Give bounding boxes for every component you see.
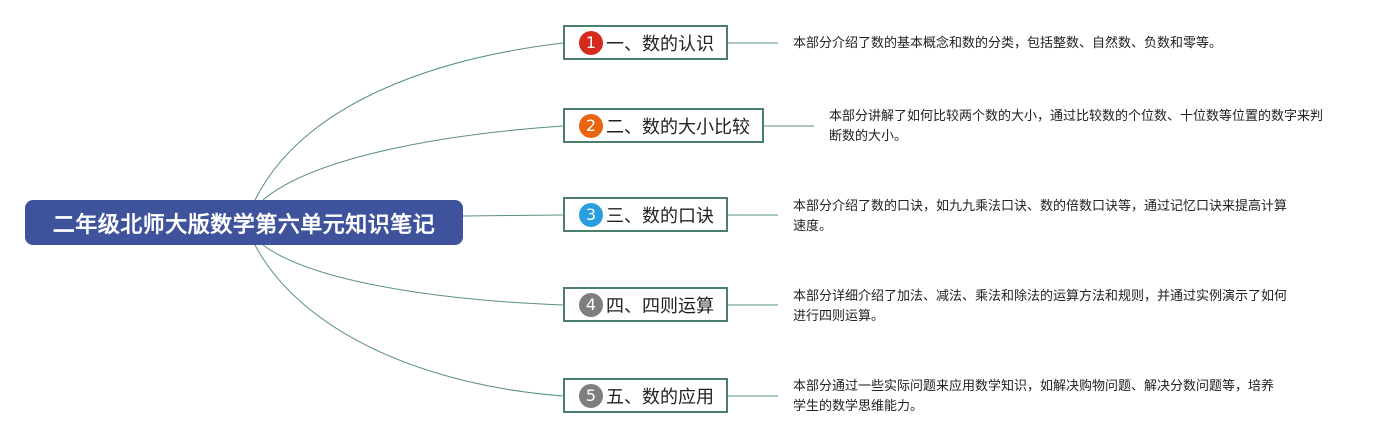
branch-4-description: 本部分详细介绍了加法、减法、乘法和除法的运算方法和规则，并通过实例演示了如何进行… xyxy=(793,289,1288,324)
root-topic[interactable]: 二年级北师大版数学第六单元知识笔记 xyxy=(25,200,463,245)
branch-5[interactable]: 5 五、数的应用 xyxy=(563,378,728,413)
number-3-icon: 3 xyxy=(579,202,603,227)
number-1-icon: 1 xyxy=(579,30,603,55)
branch-4[interactable]: 4 四、四则运算 xyxy=(563,287,728,322)
branch-1-description: 本部分介绍了数的基本概念和数的分类，包括整数、自然数、负数和零等。 xyxy=(793,36,1223,51)
branch-label: 二、数的大小比较 xyxy=(606,116,750,138)
branch-2-description: 本部分讲解了如何比较两个数的大小，通过比较数的个位数、十位数等位置的数字来判断数… xyxy=(829,109,1324,144)
connector-root-branch-1 xyxy=(254,42,564,201)
connector-root-branch-3 xyxy=(462,214,564,217)
connector-root-branch-2 xyxy=(262,125,564,201)
root-title: 二年级北师大版数学第六单元知识笔记 xyxy=(52,212,436,238)
connector-root-branch-5 xyxy=(254,244,564,397)
branch-label: 四、四则运算 xyxy=(606,295,714,317)
number-4-icon: 4 xyxy=(579,292,603,317)
connector-root-branch-4 xyxy=(262,244,564,306)
number-5-icon: 5 xyxy=(579,383,603,408)
branch-5-description: 本部分通过一些实际问题来应用数学知识，如解决购物问题、解决分数问题等，培养学生的… xyxy=(793,379,1275,414)
branch-label: 一、数的认识 xyxy=(606,33,714,55)
branch-3[interactable]: 3 三、数的口诀 xyxy=(563,197,728,232)
branch-3-description: 本部分介绍了数的口诀，如九九乘法口诀、数的倍数口诀等，通过记忆口诀来提高计算速度… xyxy=(793,199,1288,234)
branch-label: 三、数的口诀 xyxy=(606,205,714,227)
number-2-icon: 2 xyxy=(579,113,603,138)
branch-label: 五、数的应用 xyxy=(606,386,714,408)
branch-2[interactable]: 2 二、数的大小比较 xyxy=(563,108,764,143)
branch-1[interactable]: 1 一、数的认识 xyxy=(563,25,728,60)
